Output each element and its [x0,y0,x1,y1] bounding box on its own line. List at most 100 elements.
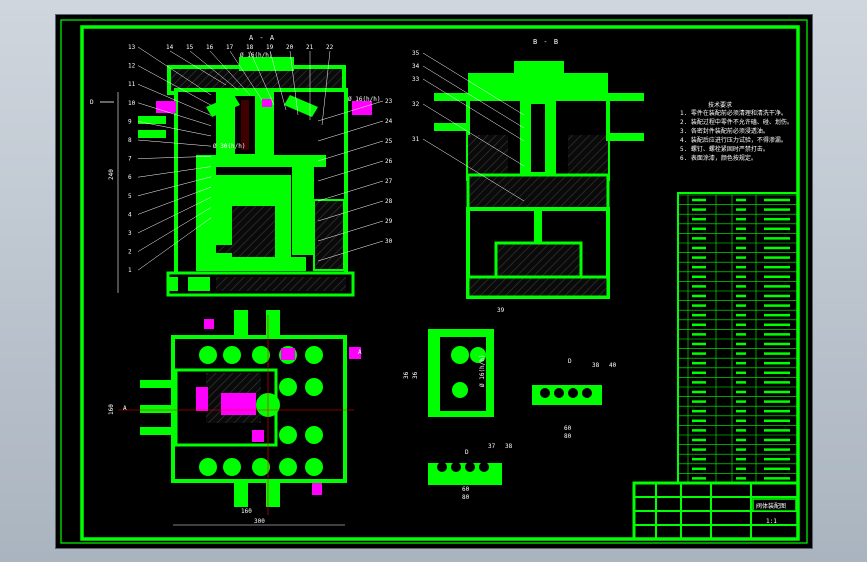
parts-cell-mark [736,342,746,346]
parts-cell-mark [736,352,746,355]
parts-cell-mark [692,313,706,317]
leader-line [317,140,384,162]
detail-view-38-40: D 38 40 60 80 [532,358,617,440]
parts-cell-mark [764,467,790,471]
parts-cell-mark [764,429,790,432]
parts-cell-mark [692,477,706,480]
tech-note-line: 5. 螺钉、螺栓紧固时严禁打击。 [680,145,769,153]
callout-label: 8 [128,137,132,144]
parts-cell-mark [692,237,706,240]
leader-line [321,50,331,126]
leader-line [317,200,384,222]
parts-list [677,192,799,484]
callout-label: 6 [128,174,132,181]
dim-plan-width: 300 [254,518,265,525]
plan-view: 300 160 160 A A [108,310,362,526]
leader-line [422,138,525,202]
leader-line [317,120,384,142]
callout-label: 13 [128,44,136,51]
parts-cell-mark [764,313,790,317]
leader-line [137,197,212,234]
parts-cell-mark [736,381,746,384]
leader-line [137,65,212,106]
leader-line [209,50,251,96]
bottom-37: 37 [488,443,496,450]
parts-cell-mark [736,246,746,250]
callout-label: 31 [412,136,420,143]
callout-label: 33 [412,76,420,83]
parts-cell-mark [764,246,790,250]
parts-cell-mark [736,390,746,394]
parts-cell-mark [764,390,790,394]
bolt-hole [279,426,297,444]
dim-flow-1: Ø 16(h/h) [240,52,273,59]
callout-label: 17 [226,44,234,51]
parts-cell-mark [692,323,706,327]
leader-line [169,50,227,86]
parts-cell-mark [736,429,746,432]
parts-cell-mark [736,217,746,221]
callout-label: 2 [128,249,132,256]
leader-line [269,50,287,111]
callout-label: 10 [128,100,136,107]
leader-line [289,50,299,116]
title-block: 阀体装配图 1:1 [632,481,800,541]
callout-label: 12 [128,63,136,70]
plan-section-a: A [123,405,127,412]
callout-label: 9 [128,118,132,125]
parts-cell-mark [736,448,746,451]
leader-line [229,50,263,101]
parts-cell-mark [764,304,790,307]
parts-cell-mark [692,352,706,355]
parts-cell-mark [692,400,706,403]
callout-label: 25 [385,138,393,145]
parts-cell-mark [692,275,706,279]
parts-cell-mark [736,467,746,471]
parts-cell-mark [736,275,746,279]
detail-label: Ø 16(h/h) [479,354,486,387]
leader-line [137,139,212,147]
callout-label: 23 [385,98,393,105]
callout-label: 5 [128,193,132,200]
parts-cell-mark [692,467,706,471]
leader-line [422,78,525,142]
section-a-a: A - A D 240 Ø 16( [90,34,393,297]
drawing-canvas: A - A D 240 Ø 16( [56,15,812,548]
dim-flow-2: Ø 16(h/h) [348,96,381,103]
callout-label: 18 [246,44,254,51]
bolt-hole [279,458,297,476]
tech-notes-list: 1. 零件在装配前必须清理和清洗干净。2. 装配过程中零件不允许磕、碰、划伤。3… [680,109,793,162]
parts-grid [678,194,799,484]
parts-cell-mark [764,342,790,346]
parts-cell-mark [764,448,790,451]
callout-label: 22 [326,44,334,51]
side-d-label: D [90,99,94,106]
callout-label: 27 [385,178,393,185]
callout-label: 15 [186,44,194,51]
detail-num: 39 [497,307,505,314]
dim-plan-height: 160 [108,404,115,415]
parts-cell-mark [692,227,706,231]
callout-label: 11 [128,81,136,88]
small-40: 40 [609,362,617,369]
leader-line [137,176,212,197]
small-38: 38 [592,362,600,369]
parts-cell-mark [692,333,706,336]
parts-cell-mark [736,198,746,202]
bolt-hole [199,346,217,364]
callout-label: 24 [385,118,393,125]
leader-line [317,240,384,262]
parts-cell-mark [692,409,706,413]
tech-note-line: 4. 装配后应进行压力试验，不得渗漏。 [680,136,787,144]
parts-cell-mark [736,371,746,375]
callout-label: 29 [385,218,393,225]
parts-cell-mark [692,390,706,394]
callout-label: 30 [385,238,393,245]
leader-line [137,121,212,137]
plan-section-a2: A [358,349,362,356]
parts-cell-mark [692,198,706,202]
callout-label: 34 [412,63,420,70]
callout-label: 7 [128,156,132,163]
